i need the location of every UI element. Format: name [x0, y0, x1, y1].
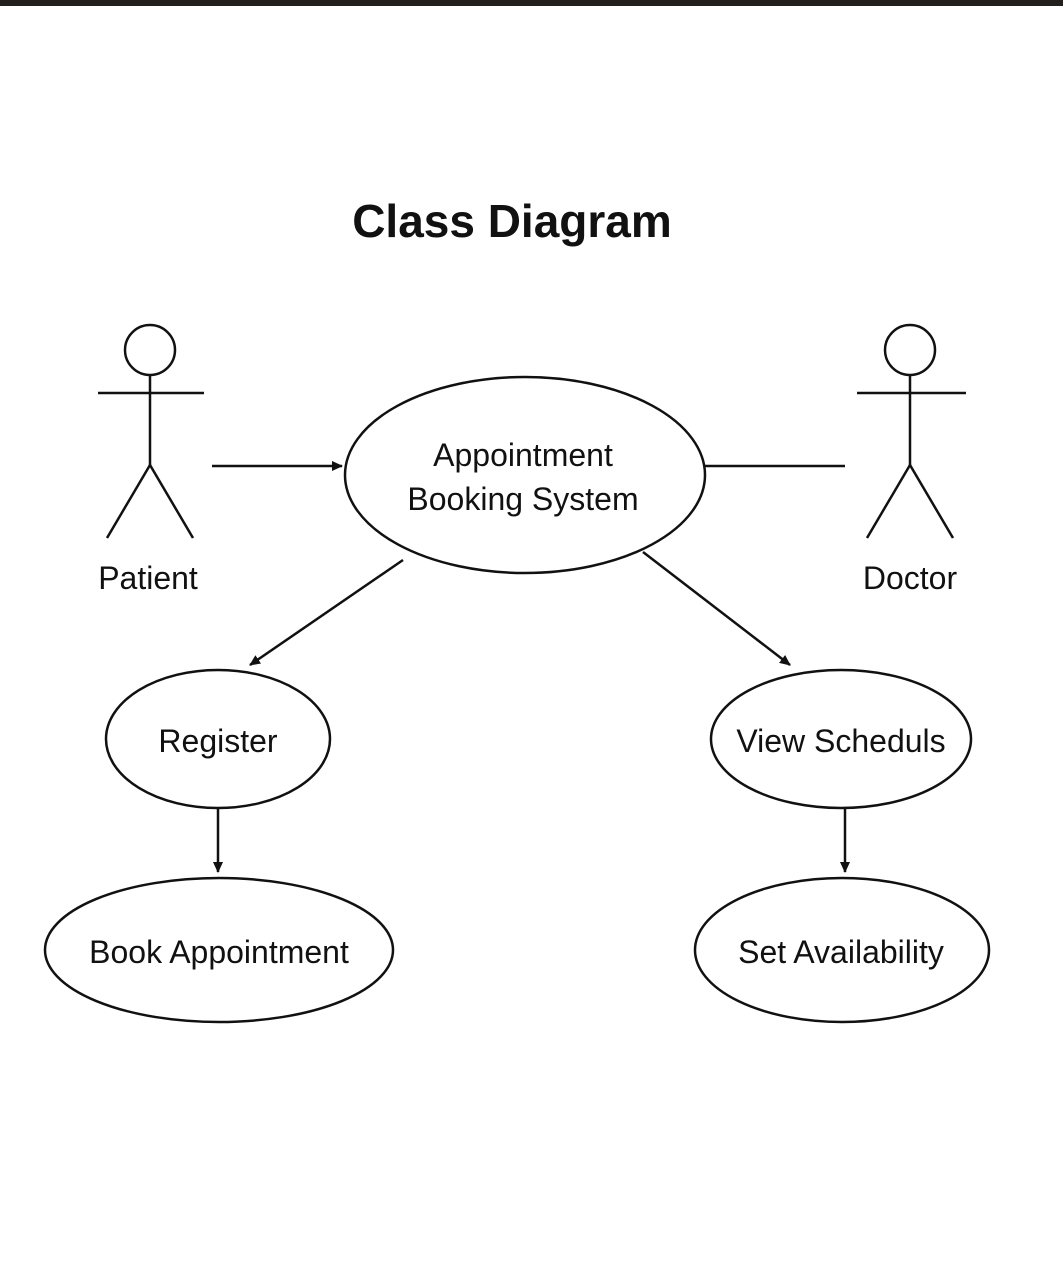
system-label-line1: Appointment	[433, 437, 613, 473]
view-schedules-ellipse	[709, 668, 973, 810]
patient-head	[123, 323, 177, 377]
patient-actor	[98, 323, 204, 539]
system-to-view-schedules-arrow	[642, 551, 791, 666]
book-appointment-ellipse	[43, 876, 395, 1024]
set-availability-ellipse	[693, 876, 991, 1024]
appointment-booking-system-ellipse	[343, 375, 707, 575]
set-availability-label: Set Availability	[738, 934, 944, 970]
register-ellipse	[104, 668, 332, 810]
view-schedules-label: View Scheduls	[736, 723, 945, 759]
doctor-actor	[857, 323, 966, 539]
system-label-line2: Booking System	[407, 481, 638, 517]
patient-right-leg	[148, 464, 195, 539]
patient-label: Patient	[98, 560, 198, 596]
top-bar	[0, 0, 1063, 6]
system-to-register-arrow	[249, 558, 404, 667]
patient-left-leg	[105, 464, 152, 539]
doctor-label: Doctor	[863, 560, 958, 596]
diagram-title: Class Diagram	[352, 195, 672, 247]
register-label: Register	[158, 723, 278, 759]
doctor-right-leg	[908, 464, 955, 539]
doctor-head	[883, 323, 937, 377]
book-appointment-label: Book Appointment	[89, 934, 349, 970]
doctor-left-leg	[865, 464, 912, 539]
